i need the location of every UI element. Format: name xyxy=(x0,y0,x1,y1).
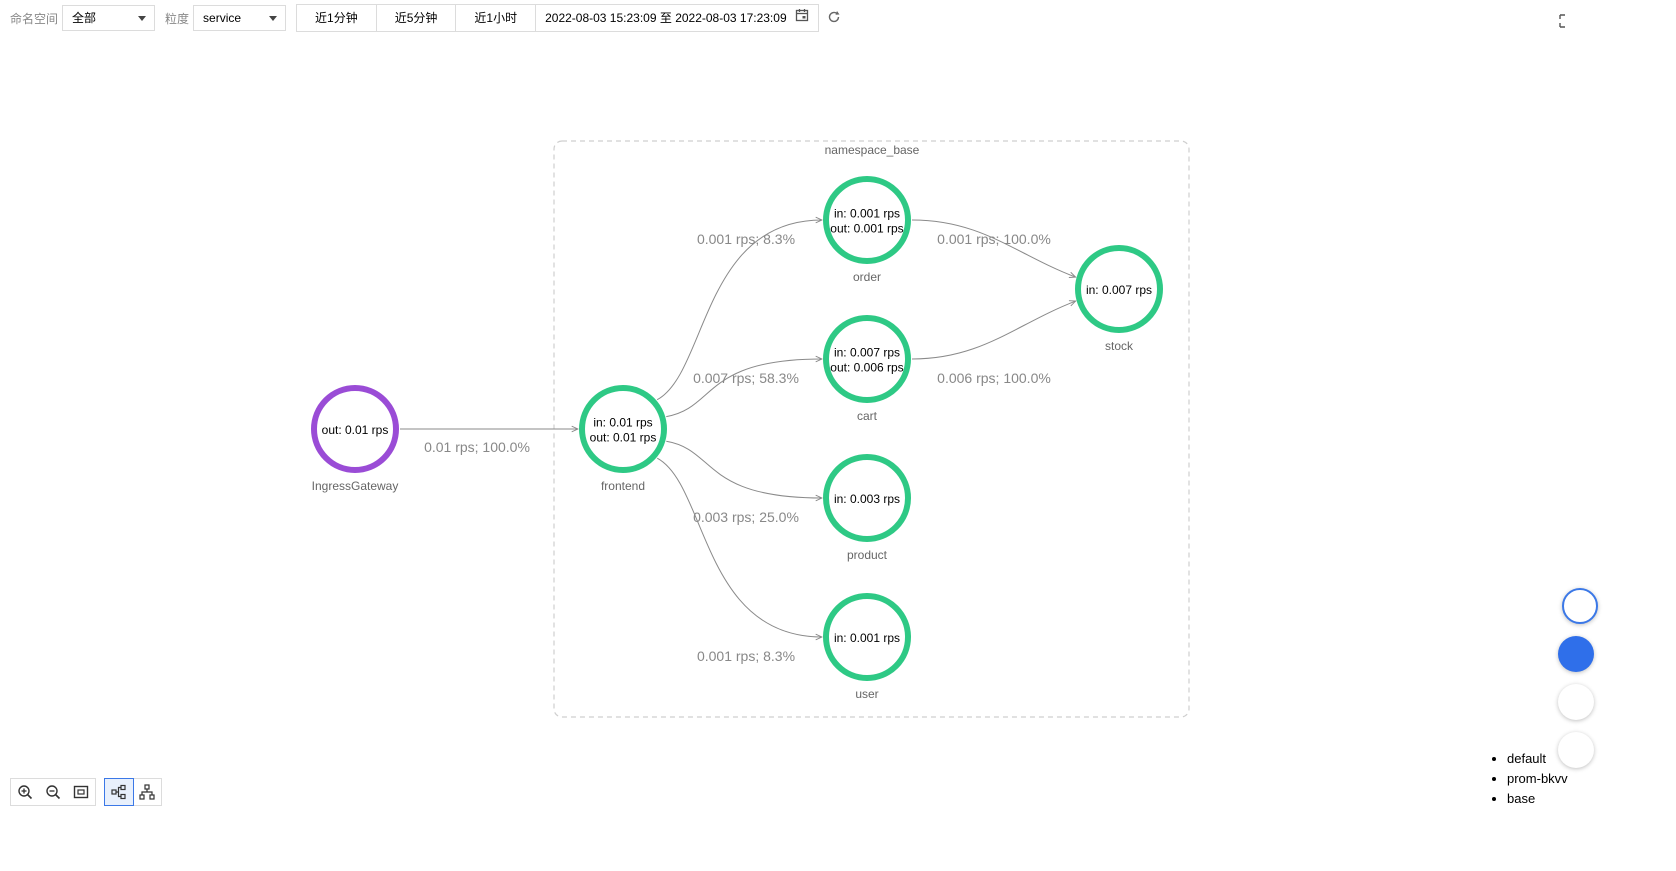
node-name: order xyxy=(853,270,881,284)
side-action-button-2[interactable] xyxy=(1558,732,1594,768)
edge-label: 0.001 rps; 8.3% xyxy=(697,648,795,664)
node-circle xyxy=(579,385,667,473)
node-user[interactable]: in: 0.001 rps user xyxy=(823,593,911,701)
node-name: user xyxy=(855,687,878,701)
node-metric: in: 0.007 rps xyxy=(834,346,900,360)
node-metric: in: 0.003 rps xyxy=(834,492,900,506)
granularity-value: service xyxy=(203,11,242,25)
granularity-label: 粒度 xyxy=(165,11,190,26)
node-metric: out: 0.006 rps xyxy=(830,361,903,375)
edge-label: 0.006 rps; 100.0% xyxy=(937,370,1051,386)
time-button-1m[interactable]: 近1分钟 xyxy=(297,5,377,31)
side-primary-button[interactable] xyxy=(1558,636,1594,672)
edges-layer: 0.01 rps; 100.0% 0.001 rps; 8.3% 0.007 rps… xyxy=(400,220,1076,664)
granularity-select[interactable]: service xyxy=(193,5,287,31)
node-metric: in: 0.001 rps xyxy=(834,631,900,645)
node-circle xyxy=(823,593,911,681)
node-circle xyxy=(823,176,911,264)
namespace-group-label: namespace_base xyxy=(825,143,920,157)
time-button-5m[interactable]: 近5分钟 xyxy=(377,5,457,31)
node-metric: in: 0.001 rps xyxy=(834,207,900,221)
node-stock[interactable]: in: 0.007 rps stock xyxy=(1075,245,1163,353)
node-metric: out: 0.01 rps xyxy=(590,431,657,445)
edge-label: 0.01 rps; 100.0% xyxy=(424,439,530,455)
edge-line xyxy=(911,219,1076,277)
layout-horizontal-icon xyxy=(111,784,126,800)
namespace-label: 命名空间 xyxy=(10,11,59,26)
chevron-down-icon xyxy=(269,16,278,21)
node-metric: out: 0.001 rps xyxy=(830,222,903,236)
zoom-in-icon xyxy=(18,785,33,800)
edge-line xyxy=(657,457,822,637)
namespace-value: 全部 xyxy=(72,11,97,25)
edge-label: 0.003 rps; 25.0% xyxy=(693,509,799,525)
node-product[interactable]: in: 0.003 rps product xyxy=(823,454,911,562)
side-action-button[interactable] xyxy=(1558,684,1594,720)
node-name: IngressGateway xyxy=(312,479,399,493)
layout-tools xyxy=(104,778,162,806)
date-range-text: 2022-08-03 15:23:09 至 2022-08-03 17:23:0… xyxy=(545,11,787,25)
time-button-1h[interactable]: 近1小时 xyxy=(456,5,537,31)
zoom-in-button[interactable] xyxy=(11,779,39,805)
side-help-button[interactable] xyxy=(1562,588,1598,624)
edge-line xyxy=(666,359,822,418)
namespace-select[interactable]: 全部 xyxy=(62,5,156,31)
fullscreen-icon[interactable] xyxy=(1558,12,1572,35)
date-range-picker[interactable]: 2022-08-03 15:23:09 至 2022-08-03 17:23:0… xyxy=(536,5,818,31)
node-metric: in: 0.01 rps xyxy=(593,416,652,430)
edge-label: 0.001 rps; 100.0% xyxy=(937,231,1051,247)
namespace-legend: default prom-bkvv base xyxy=(1493,749,1568,809)
edge-line xyxy=(666,440,822,498)
zoom-tools xyxy=(10,778,96,806)
edge-label: 0.001 rps; 8.3% xyxy=(697,231,795,247)
chevron-down-icon xyxy=(138,16,147,21)
time-range-group: 近1分钟 近5分钟 近1小时 2022-08-03 15:23:09 至 202… xyxy=(296,4,819,32)
node-name: frontend xyxy=(601,479,645,493)
edge-label: 0.007 rps; 58.3% xyxy=(693,370,799,386)
edge-line xyxy=(911,301,1076,360)
graph-tools xyxy=(10,778,162,806)
node-name: product xyxy=(847,548,888,562)
fit-view-icon xyxy=(73,785,89,799)
layout-horizontal-button[interactable] xyxy=(104,778,134,806)
zoom-out-button[interactable] xyxy=(39,779,67,805)
edge-line xyxy=(656,220,822,401)
node-name: cart xyxy=(857,409,878,423)
legend-item: default xyxy=(1507,749,1568,769)
legend-item: base xyxy=(1507,789,1568,809)
node-metric: out: 0.01 rps xyxy=(322,423,389,437)
node-circle xyxy=(1075,245,1163,333)
node-circle xyxy=(311,385,399,473)
layout-tree-button[interactable] xyxy=(133,779,161,805)
legend-item: prom-bkvv xyxy=(1507,769,1568,789)
calendar-icon xyxy=(795,5,809,31)
node-name: stock xyxy=(1105,339,1134,353)
refresh-icon[interactable] xyxy=(827,10,841,27)
fit-view-button[interactable] xyxy=(67,779,95,805)
node-metric: in: 0.007 rps xyxy=(1086,283,1152,297)
layout-tree-icon xyxy=(139,784,155,800)
node-circle xyxy=(823,454,911,542)
node-circle xyxy=(823,315,911,403)
zoom-out-icon xyxy=(46,785,61,800)
filter-toolbar: 命名空间 全部 粒度 service 近1分钟 近5分钟 近1小时 2022-0… xyxy=(10,4,841,32)
